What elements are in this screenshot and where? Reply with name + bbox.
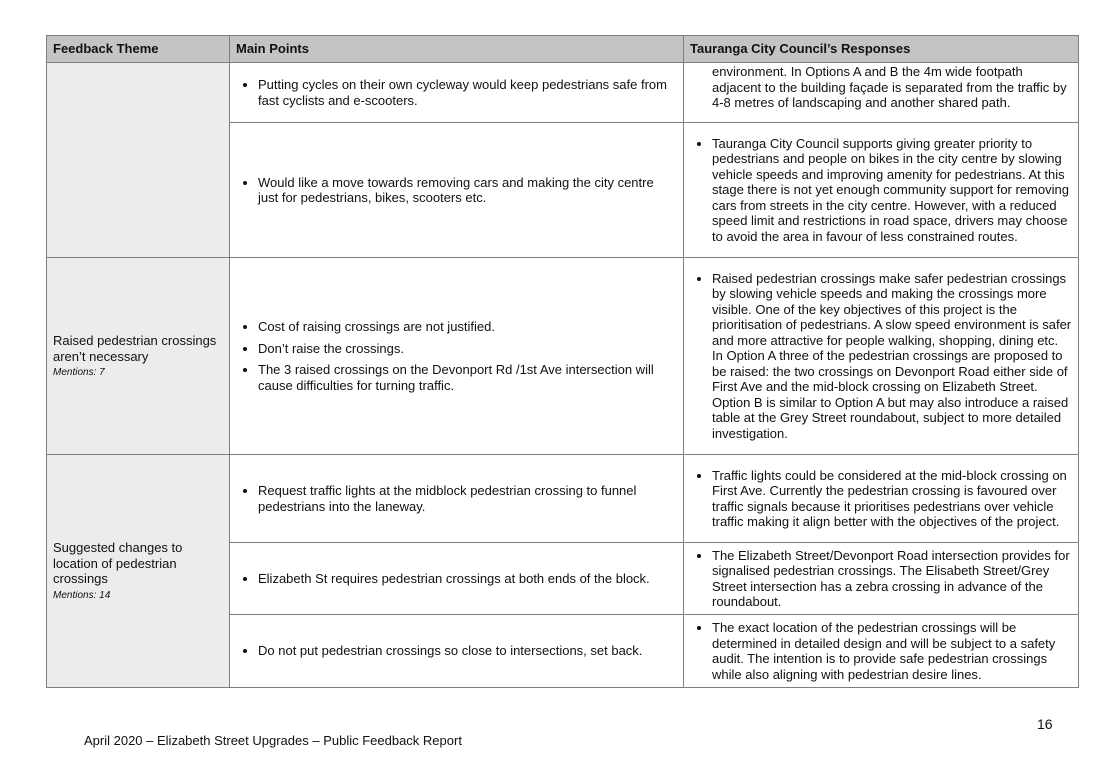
points-cell: Elizabeth St requires pedestrian crossin… (229, 542, 684, 615)
response-cell: The exact location of the pedestrian cro… (683, 614, 1079, 688)
points-cell: Do not put pedestrian crossings so close… (229, 614, 684, 688)
points-cell: Would like a move towards removing cars … (229, 122, 684, 258)
mentions-count: Mentions: 14 (53, 589, 111, 601)
table-row: Would like a move towards removing cars … (47, 122, 1079, 258)
response-continued-text: environment. In Options A and B the 4m w… (712, 64, 1067, 110)
theme-cell: Suggested changes to location of pedestr… (46, 454, 230, 688)
table-row: Putting cycles on their own cycleway wou… (46, 62, 1079, 258)
table-row: Suggested changes to location of pedestr… (46, 454, 1079, 688)
points-cell: Cost of raising crossings are not justif… (229, 257, 684, 455)
header-feedback-theme: Feedback Theme (46, 35, 230, 63)
response-cell: environment. In Options A and B the 4m w… (683, 62, 1079, 123)
main-point: Elizabeth St requires pedestrian crossin… (258, 571, 677, 587)
feedback-theme-title: Raised pedestrian crossings aren’t neces… (53, 333, 217, 364)
main-point: Putting cycles on their own cycleway wou… (258, 77, 677, 108)
main-point: Don’t raise the crossings. (258, 341, 677, 357)
response-cell: The Elizabeth Street/Devonport Road inte… (683, 542, 1079, 615)
response-cell: Raised pedestrian crossings make safer p… (683, 257, 1079, 455)
page-number: 16 (1037, 716, 1053, 732)
points-cell: Putting cycles on their own cycleway wou… (229, 62, 684, 123)
theme-cell-continued (46, 62, 230, 258)
response-cell: Tauranga City Council supports giving gr… (683, 122, 1079, 258)
main-point: Do not put pedestrian crossings so close… (258, 643, 677, 659)
response-point: The exact location of the pedestrian cro… (712, 620, 1072, 682)
header-main-points: Main Points (229, 35, 684, 63)
response-cell: Traffic lights could be considered at th… (683, 454, 1079, 543)
points-cell: Request traffic lights at the midblock p… (229, 454, 684, 543)
main-point: Would like a move towards removing cars … (258, 175, 677, 206)
main-point: Cost of raising crossings are not justif… (258, 319, 677, 335)
main-point: The 3 raised crossings on the Devonport … (258, 362, 677, 393)
theme-cell: Raised pedestrian crossings aren’t neces… (46, 257, 230, 455)
mentions-count: Mentions: 7 (53, 367, 105, 378)
response-point: Raised pedestrian crossings make safer p… (712, 271, 1072, 442)
main-point: Request traffic lights at the midblock p… (258, 483, 677, 514)
feedback-table: Feedback Theme Main Points Tauranga City… (46, 35, 1079, 688)
report-footer: April 2020 – Elizabeth Street Upgrades –… (84, 733, 462, 748)
table-row: Raised pedestrian crossings aren’t neces… (46, 257, 1079, 455)
table-header-row: Feedback Theme Main Points Tauranga City… (46, 35, 1079, 63)
response-point: The Elizabeth Street/Devonport Road inte… (712, 548, 1072, 610)
header-council-responses: Tauranga City Council’s Responses (683, 35, 1079, 63)
feedback-theme-title: Suggested changes to location of pedestr… (53, 540, 183, 587)
table-row: Do not put pedestrian crossings so close… (47, 614, 1079, 688)
response-point: Tauranga City Council supports giving gr… (712, 136, 1072, 245)
response-point: Traffic lights could be considered at th… (712, 468, 1072, 530)
